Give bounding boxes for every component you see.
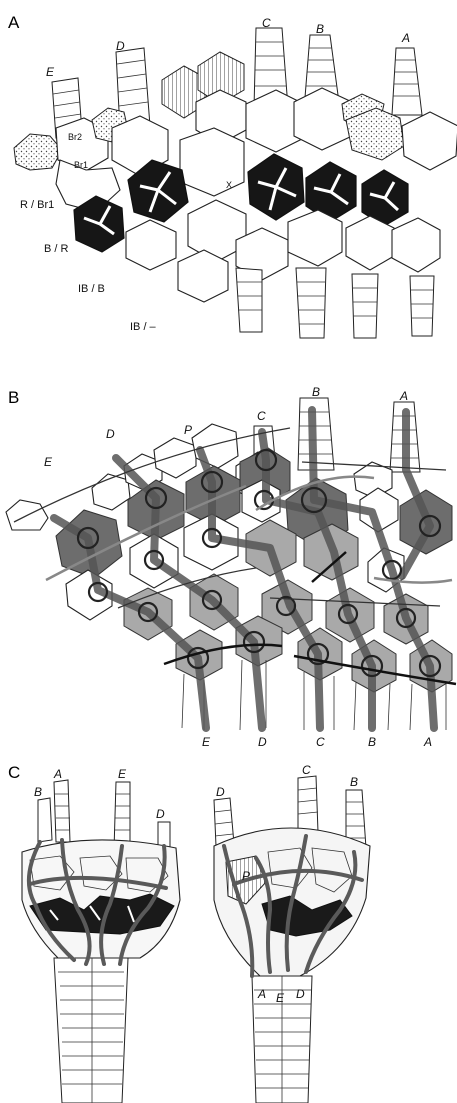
b-bottom-label-a: A (423, 735, 432, 749)
c-right-label-b: B (350, 775, 358, 789)
c-left-label-a: A (53, 767, 62, 781)
b-top-label-a: A (399, 389, 408, 403)
c-right-label-p: P (242, 869, 250, 883)
panel-a-label: A (8, 13, 20, 32)
ray-label-d: D (116, 39, 125, 53)
c-right-label-c: C (302, 763, 311, 777)
b-top-label-c: C (257, 409, 266, 423)
c-right-base-label-a: A (257, 987, 266, 1001)
b-top-label-e: E (44, 455, 53, 469)
b-bottom-label-d: D (258, 735, 267, 749)
panel-c-left-specimen (22, 780, 180, 1103)
c-right-label-d: D (216, 785, 225, 799)
ray-label-b: B (316, 22, 324, 36)
b-top-label-b: B (312, 385, 320, 399)
row-label-b-r: B / R (44, 243, 69, 255)
panel-a: A (8, 13, 457, 338)
c-right-base-label-d: D (296, 987, 305, 1001)
ray-label-e: E (46, 65, 55, 79)
panel-b-label: B (8, 388, 19, 407)
row-label-ib-none: IB / – (130, 321, 157, 333)
c-left-label-d: D (156, 807, 165, 821)
b-bottom-label-c: C (316, 735, 325, 749)
plate-label-br2: Br2 (68, 132, 82, 142)
c-left-label-b: B (34, 785, 42, 799)
ray-label-a: A (401, 31, 410, 45)
c-right-base-label-e: E (276, 991, 285, 1005)
row-label-r-br1: R / Br1 (20, 199, 54, 211)
ray-label-c: C (262, 16, 271, 30)
row-label-ib-b: IB / B (78, 283, 105, 295)
b-top-label-p: P (184, 423, 192, 437)
panel-c-label: C (8, 763, 20, 782)
b-bottom-label-b: B (368, 735, 376, 749)
c-left-label-e: E (118, 767, 127, 781)
plate-label-br1: Br1 (74, 160, 88, 170)
panel-c-right-specimen (214, 776, 370, 1103)
plate-label-x: X (226, 180, 232, 190)
panel-c: C (8, 763, 370, 1103)
b-bottom-label-e: E (202, 735, 211, 749)
panel-b: B (6, 385, 456, 749)
b-top-label-d: D (106, 427, 115, 441)
